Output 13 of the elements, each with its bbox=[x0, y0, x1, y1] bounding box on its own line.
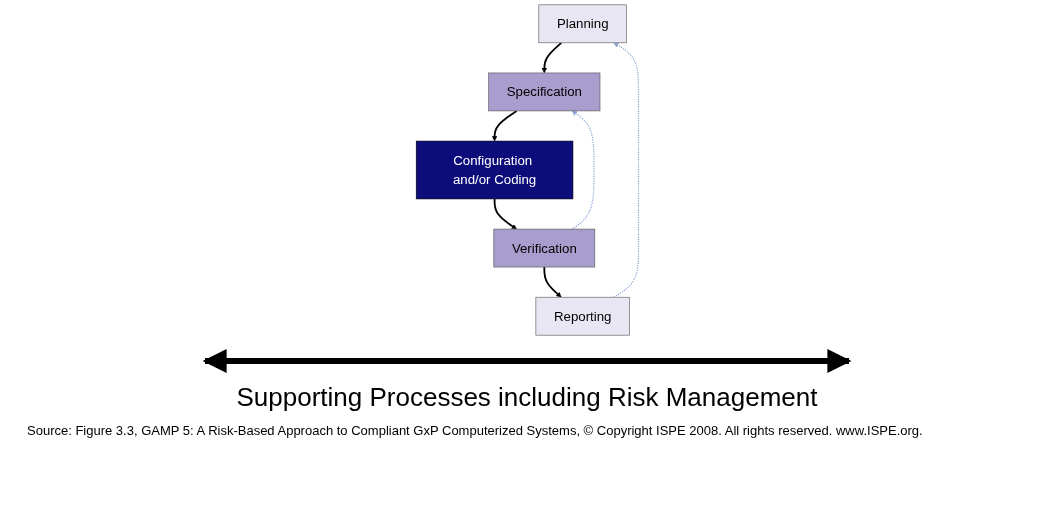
arrow bbox=[491, 110, 518, 142]
source-caption: Source: Figure 3.3, GAMP 5: A Risk-Based Approach to Compliant GxP Computerized Systems, © Copyright ISPE 2008. All rights reserved. www.ISPE.org. bbox=[27, 423, 924, 438]
arrow bbox=[612, 42, 639, 298]
arrow bbox=[571, 110, 595, 230]
node-box: Configuration and/or Coding bbox=[415, 140, 573, 200]
node-box: Verification bbox=[493, 228, 595, 268]
node-box: Reporting bbox=[535, 296, 630, 336]
arrow bbox=[493, 198, 517, 230]
footer-label: Supporting Processes including Risk Management bbox=[236, 382, 818, 413]
node-box: Specification bbox=[488, 72, 600, 112]
arrow bbox=[541, 41, 562, 74]
node-box: Planning bbox=[538, 4, 627, 44]
arrow bbox=[543, 266, 562, 298]
